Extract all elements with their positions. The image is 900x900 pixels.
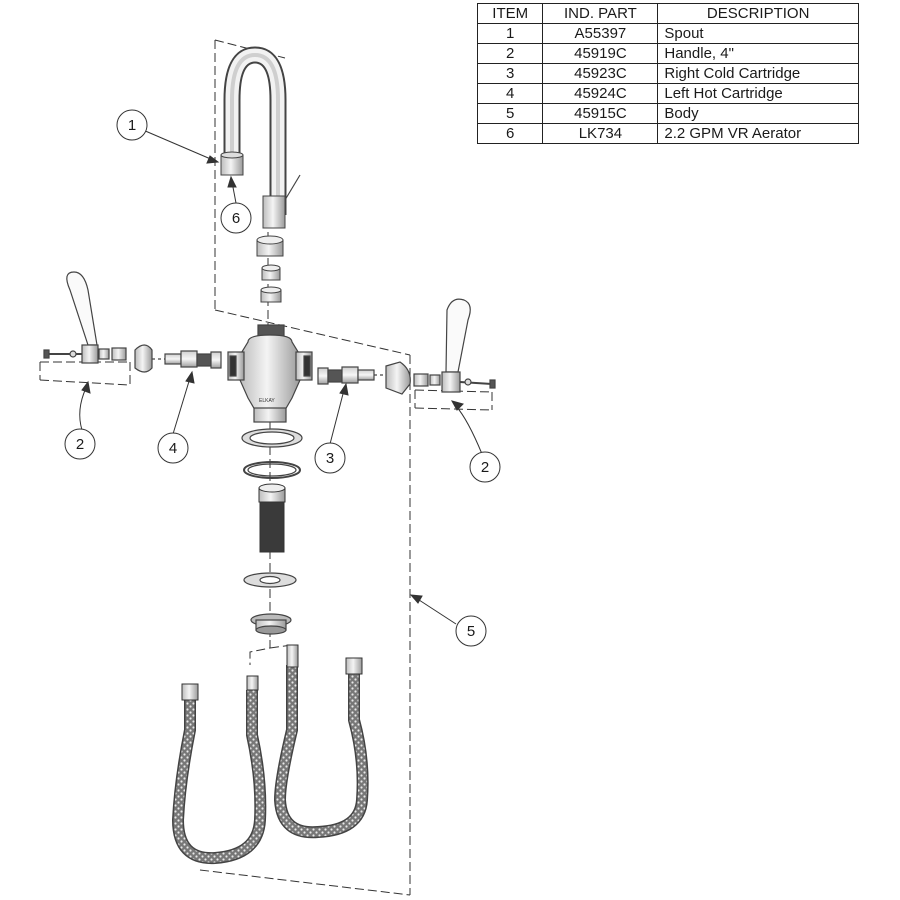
callout-3-label: 3	[326, 450, 334, 467]
cell-part: 45915C	[542, 103, 659, 124]
table-row: 2 45919C Handle, 4"	[476, 43, 859, 64]
callout-2-right-label: 2	[481, 459, 489, 476]
hot-cartridge	[164, 350, 222, 369]
callout-1: 1	[116, 109, 148, 141]
cold-cartridge	[317, 366, 384, 385]
callout-6: 6	[220, 202, 252, 234]
table-row: 6 LK734 2.2 GPM VR Aerator	[476, 123, 859, 144]
callout-leaders	[79, 129, 483, 625]
callout-4-label: 4	[169, 440, 177, 457]
spout-nut-stack	[256, 235, 284, 303]
right-handle	[413, 298, 496, 393]
aerator	[220, 151, 244, 176]
cell-item: 6	[476, 123, 544, 144]
cell-description: Left Hot Cartridge	[657, 83, 859, 104]
assembly-dashed-lines	[39, 39, 493, 896]
mounting-gaskets	[241, 428, 303, 479]
mounting-nut	[243, 572, 297, 635]
callout-5: 5	[455, 615, 487, 647]
body-brand-text: ELKAY	[259, 398, 275, 404]
callout-2-left: 2	[64, 428, 96, 460]
callout-3: 3	[314, 442, 346, 474]
callout-5-label: 5	[467, 623, 475, 640]
left-bonnet	[134, 344, 165, 373]
table-row: 3 45923C Right Cold Cartridge	[476, 63, 859, 84]
faucet-body: ELKAY	[227, 324, 313, 423]
threaded-shank	[258, 483, 286, 553]
right-bonnet	[385, 361, 411, 395]
callout-1-label: 1	[128, 117, 136, 134]
spout	[223, 46, 301, 229]
callout-2-right: 2	[469, 451, 501, 483]
callout-6-label: 6	[232, 210, 240, 227]
parts-table: ITEM IND. PART DESCRIPTION 1 A55397 Spou…	[476, 3, 859, 144]
left-handle	[43, 271, 127, 364]
cell-part: LK734	[542, 123, 659, 144]
supply-hoses	[171, 644, 369, 865]
cell-description: 2.2 GPM VR Aerator	[657, 123, 859, 144]
callout-2-left-label: 2	[76, 436, 84, 453]
table-row: 5 45915C Body	[476, 103, 859, 124]
cell-part: 45923C	[542, 63, 659, 84]
cell-part: 45919C	[542, 43, 659, 64]
callout-4: 4	[157, 432, 189, 464]
cell-description: Handle, 4"	[657, 43, 859, 64]
